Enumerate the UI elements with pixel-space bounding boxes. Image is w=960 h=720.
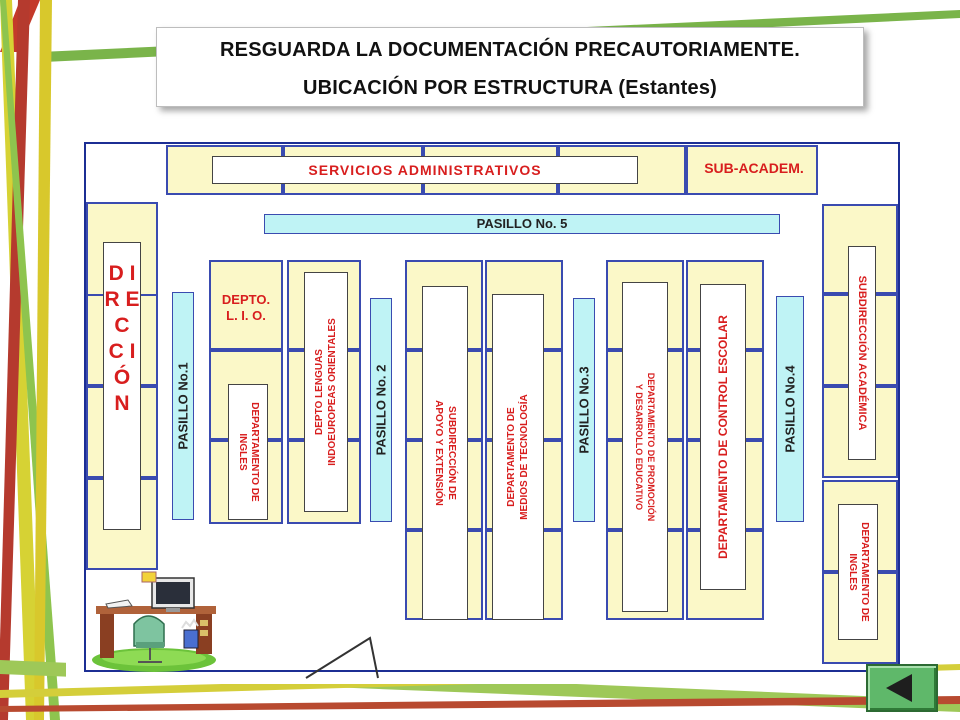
shelf-top-5 — [686, 145, 818, 195]
dept-ingles-left-label: DEPARTAMENTO DE INGLES — [236, 402, 260, 501]
title-line-1: RESGUARDA LA DOCUMENTACIÓN PRECAUTORIAME… — [220, 39, 800, 61]
back-button[interactable] — [866, 664, 938, 712]
lio-shelf-1 — [209, 260, 283, 350]
dept-medios-label: DEPARTAMENTO DE MEDIOS DE TECNOLOGÍA — [505, 394, 531, 520]
dept-promocion-label: DEPARTAMENTO DE PROMOCIÓN Y DESARROLLO E… — [633, 373, 657, 522]
dept-ingles-right-box: DEPARTAMENTO DE INGLES — [838, 504, 878, 640]
pasillo-1: PASILLO No.1 — [172, 292, 194, 520]
pasillo-5: PASILLO No. 5 — [264, 214, 780, 234]
subdir-apoyo-line2: APOYO Y EXTENSIÓN — [433, 400, 444, 506]
direccion-label: D I R E C C I Ó N — [104, 262, 140, 415]
pasillo-3-label: PASILLO No.3 — [576, 366, 592, 454]
subdir-academica-box: SUBDIRECCIÓN ACADÉMICA — [848, 246, 876, 460]
dept-medios-box: DEPARTAMENTO DE MEDIOS DE TECNOLOGÍA — [492, 294, 544, 620]
pasillo-1-label: PASILLO No.1 — [175, 362, 191, 450]
subdir-apoyo-line1: SUBDIRECCIÓN DE — [446, 406, 457, 500]
depto-lenguas-box: DEPTO LENGUAS INDOEUROPEAS ORIENTALES — [304, 272, 348, 512]
lio-shelf-2 — [209, 350, 283, 440]
door-line — [305, 636, 379, 679]
dept-promocion-box: DEPARTAMENTO DE PROMOCIÓN Y DESARROLLO E… — [622, 282, 668, 612]
dept-ingles-left-line2: INGLES — [237, 433, 248, 471]
title-line-2: UBICACIÓN POR ESTRUCTURA (Estantes) — [302, 77, 718, 99]
pasillo-3: PASILLO No.3 — [573, 298, 595, 522]
pasillo-4: PASILLO No.4 — [776, 296, 804, 522]
dept-control-box: DEPARTAMENTO DE CONTROL ESCOLAR — [700, 284, 746, 590]
dept-ingles-right-line2: INGLES — [847, 553, 858, 591]
back-triangle-icon — [886, 674, 912, 702]
servicios-administrativos-label-box: SERVICIOS ADMINISTRATIVOS — [212, 156, 638, 184]
pasillo-5-label: PASILLO No. 5 — [476, 216, 568, 231]
dept-ingles-right-label: DEPARTAMENTO DE INGLES — [846, 522, 870, 621]
dept-promocion-line2: Y DESARROLLO EDUCATIVO — [634, 383, 644, 511]
dept-ingles-right-line1: DEPARTAMENTO DE — [859, 522, 870, 622]
depto-lenguas-label: DEPTO LENGUAS INDOEUROPEAS ORIENTALES — [313, 318, 339, 466]
dept-promocion-line1: DEPARTAMENTO DE PROMOCIÓN — [646, 372, 656, 522]
dept-medios-line2: MEDIOS DE TECNOLOGÍA — [519, 394, 530, 520]
depto-lio-label: DEPTO. L. I. O. — [209, 292, 283, 324]
pasillo-2: PASILLO No. 2 — [370, 298, 392, 522]
dept-ingles-left-line1: DEPARTAMENTO DE — [249, 402, 260, 502]
subdir-apoyo-box: SUBDIRECCIÓN DE APOYO Y EXTENSIÓN — [422, 286, 468, 620]
dept-ingles-left-box: DEPARTAMENTO DE INGLES — [228, 384, 268, 520]
depto-lenguas-line1: DEPTO LENGUAS — [314, 349, 325, 435]
pasillo-2-label: PASILLO No. 2 — [373, 364, 389, 456]
depto-lenguas-line2: INDOEUROPEAS ORIENTALES — [327, 318, 338, 466]
office-desk-computer-icon — [92, 571, 216, 672]
sub-academ-label: SUB-ACADEM. — [704, 160, 804, 176]
dept-medios-line1: DEPARTAMENTO DE — [506, 407, 517, 507]
subdir-apoyo-label: SUBDIRECCIÓN DE APOYO Y EXTENSIÓN — [432, 400, 458, 506]
servicios-administrativos-label: SERVICIOS ADMINISTRATIVOS — [308, 162, 542, 178]
depto-lio-line1: DEPTO. — [221, 292, 271, 307]
direccion-box: D I R E C C I Ó N — [103, 242, 141, 530]
depto-lio-line2: L. I. O. — [226, 308, 266, 323]
dept-control-label: DEPARTAMENTO DE CONTROL ESCOLAR — [716, 315, 730, 559]
title-box: RESGUARDA LA DOCUMENTACIÓN PRECAUTORIAME… — [156, 27, 864, 107]
pasillo-4-label: PASILLO No.4 — [782, 365, 798, 453]
floor-plan-frame — [84, 142, 900, 672]
subdir-academica-label: SUBDIRECCIÓN ACADÉMICA — [856, 275, 868, 431]
